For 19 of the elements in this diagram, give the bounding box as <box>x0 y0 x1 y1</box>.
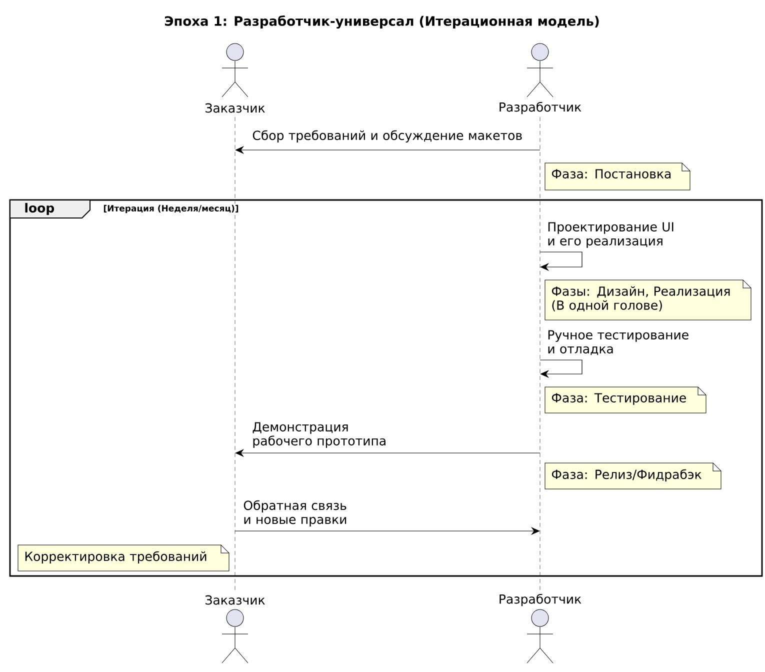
self-message-arrow <box>540 360 582 378</box>
actor: Заказчик <box>206 595 265 664</box>
actor: Разработчик <box>500 594 582 664</box>
message-label: Сбор требований и обсуждение макетов <box>252 130 522 143</box>
note: Фазы: Дизайн, Реализация (В одной голове) <box>544 280 752 320</box>
note: Фаза: Тестирование <box>544 386 706 414</box>
message-label: Проектирование UI и его реализация <box>548 222 674 248</box>
node-label: Разработчик <box>500 102 582 114</box>
message-label: Ручное тестирование и отладка <box>548 330 688 356</box>
message-label: Демонстрация рабочего прототипа <box>252 422 386 448</box>
note: Фаза: Постановка <box>544 162 690 190</box>
diagram-title: Эпоха 1: Разработчик-универсал (Итерационная модель) <box>165 15 599 29</box>
node-label: Заказчик <box>206 595 265 605</box>
note: Фаза: Релиз/Фидрабэк <box>544 462 722 490</box>
note: Корректировка требований <box>18 544 230 572</box>
node-label: Заказчик <box>206 103 265 113</box>
node-label: Разработчик <box>500 594 582 606</box>
self-message-arrow <box>540 252 582 272</box>
message-label: Обратная связь и новые правки <box>244 500 346 527</box>
